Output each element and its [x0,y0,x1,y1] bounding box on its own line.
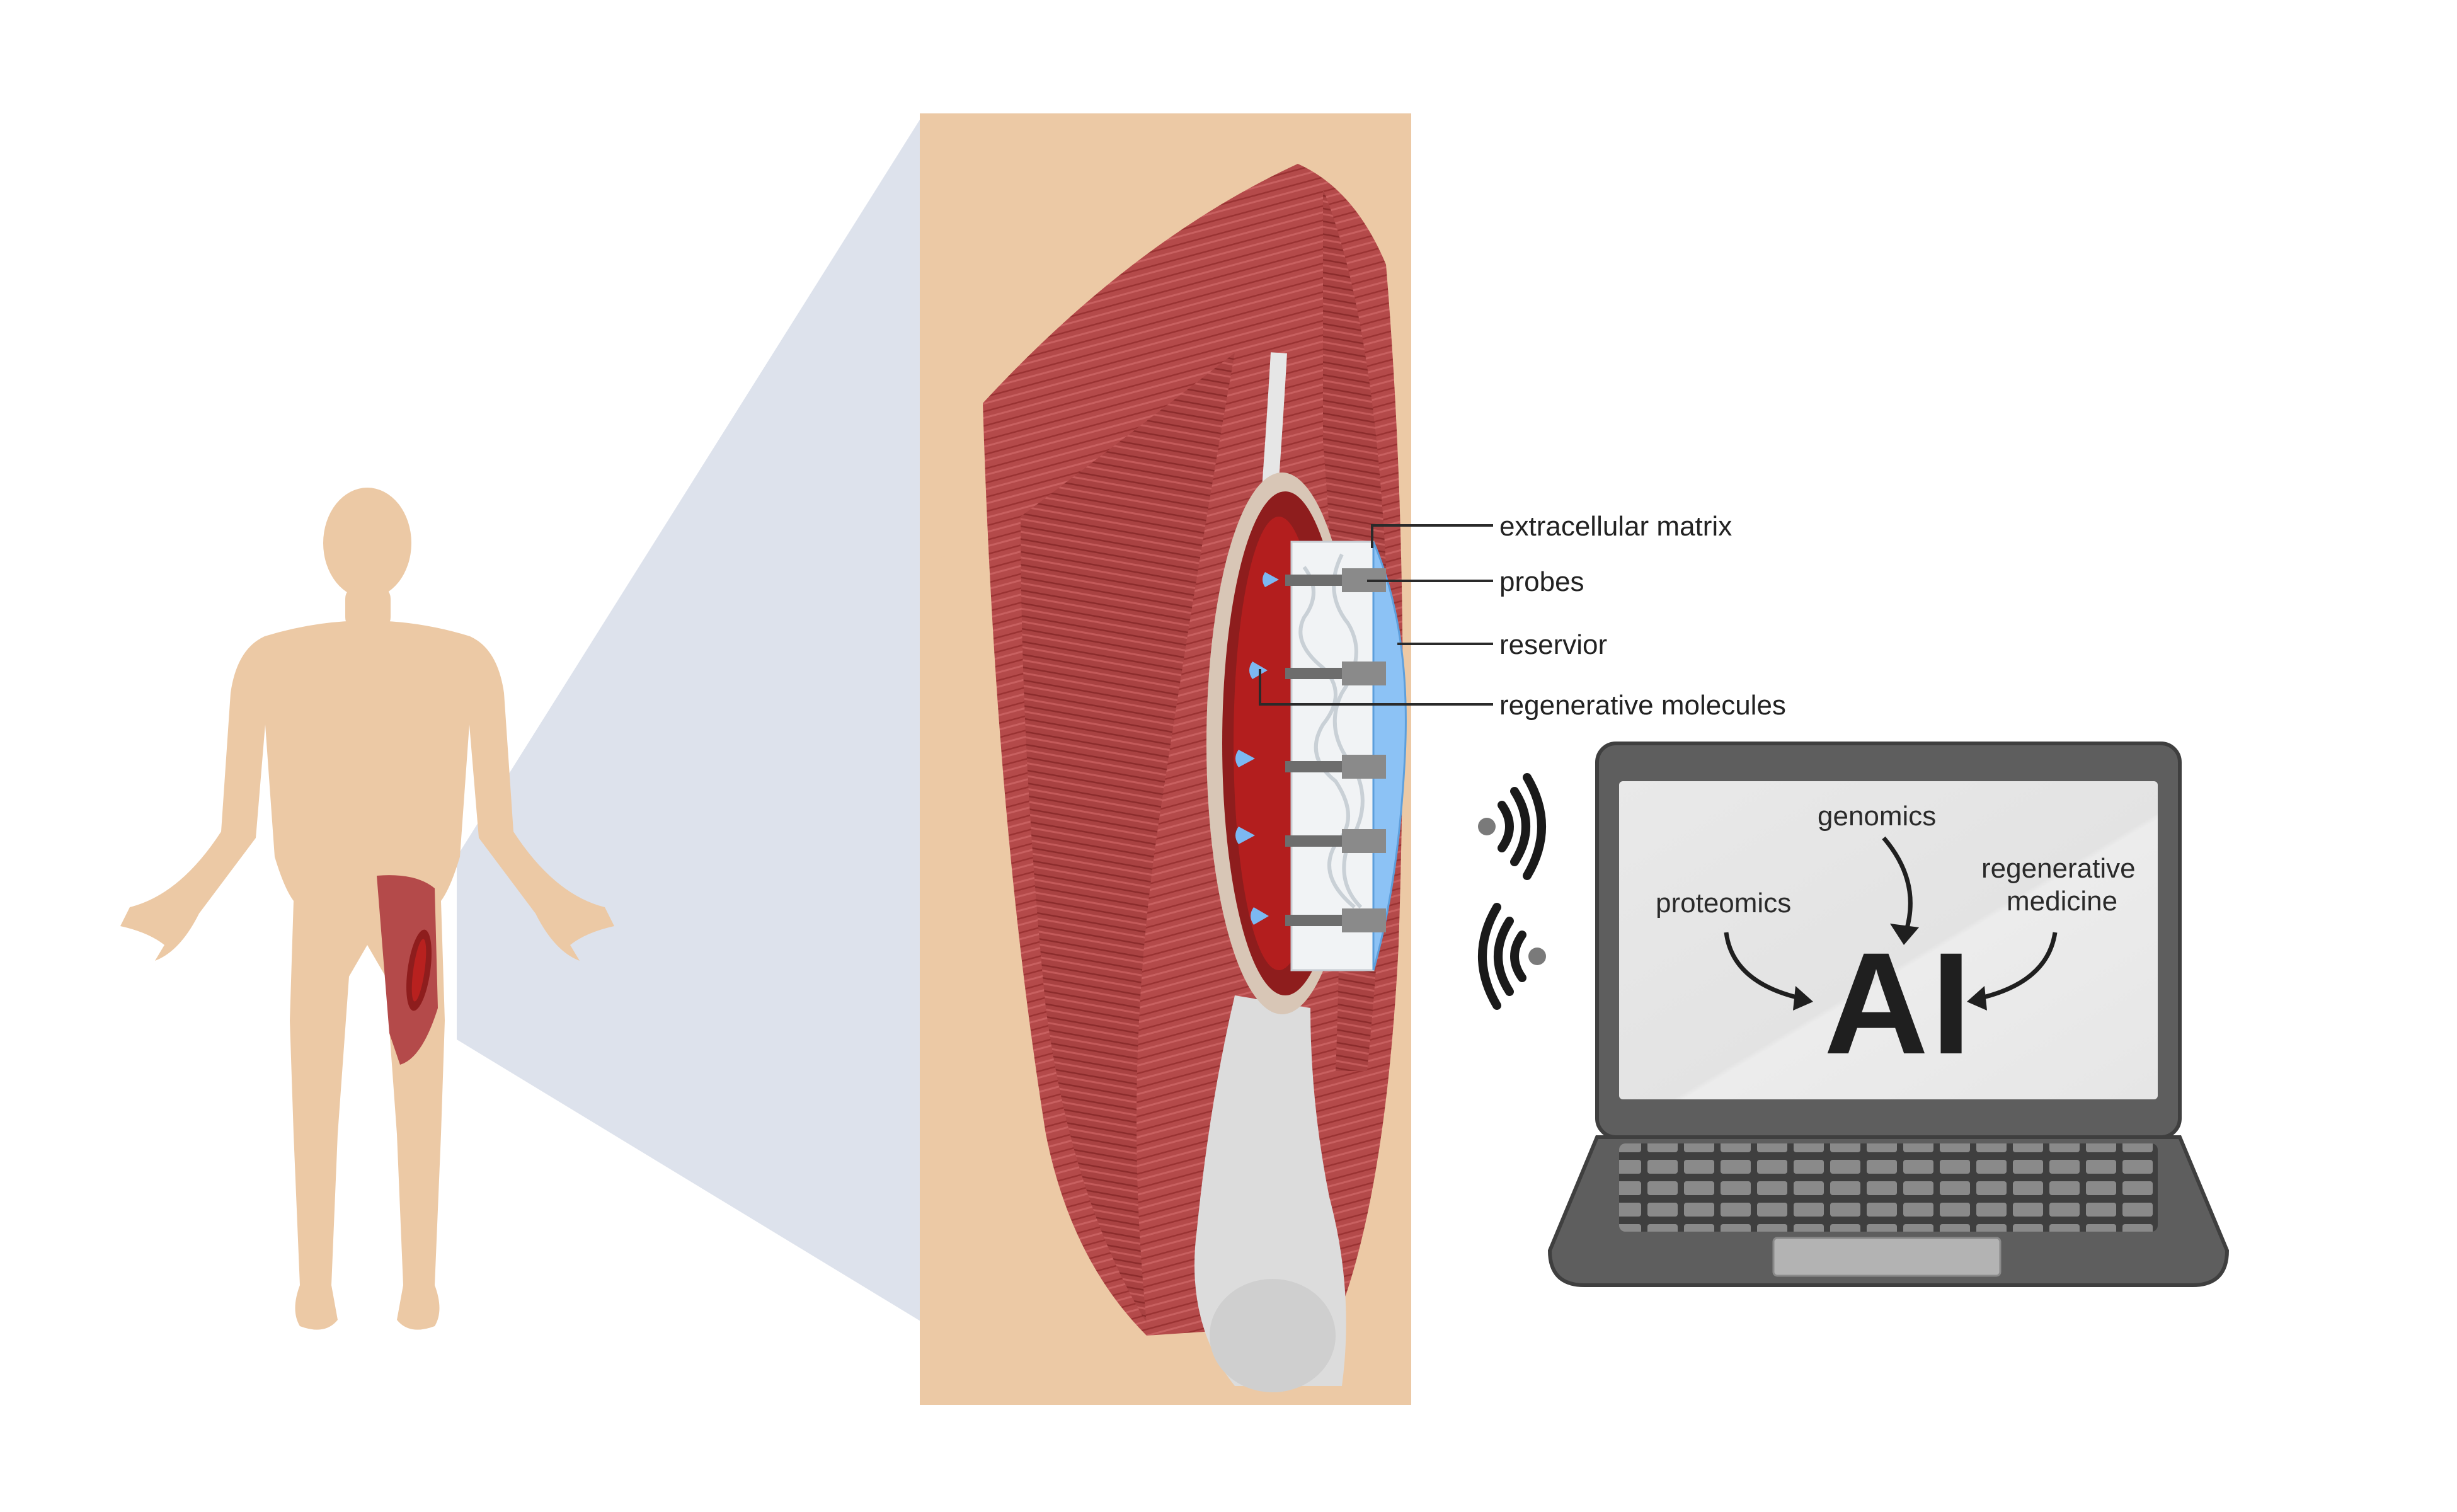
laptop-trackpad [1772,1237,2002,1277]
laptop-keyboard [1619,1143,2158,1232]
label-regenerative-molecules: regenerative molecules [1499,690,1786,721]
arrowheads [1793,924,1987,1011]
callout-lines [1259,524,1493,706]
zoom-cone [457,120,1058,1405]
human-body-figure [120,488,614,1330]
regenerative-molecule-droplets [1235,572,1279,925]
label-probes: probes [1499,566,1584,597]
laptop-screen [1619,781,2158,1099]
wireless-signal-icon-return [1478,903,1546,1010]
label-extracellular-matrix: extracellular matrix [1499,511,1732,542]
implant-device [1235,541,1407,971]
wireless-signal-icon [1478,773,1546,880]
curved-arrow-icon [1724,836,2058,1001]
laptop-icon [1547,742,2230,1287]
screen-label-regenerative-line2: medicine [2007,886,2118,917]
probe-array [1285,568,1386,932]
screen-label-proteomics: proteomics [1656,888,1792,919]
screen-label-genomics: genomics [1818,801,1937,832]
label-reservoir: reservior [1499,629,1608,660]
thigh-injury-highlight [377,875,438,1065]
ai-center-label: AI [1824,922,1974,1084]
screen-label-regenerative-line1: regenerative [1981,853,2136,884]
